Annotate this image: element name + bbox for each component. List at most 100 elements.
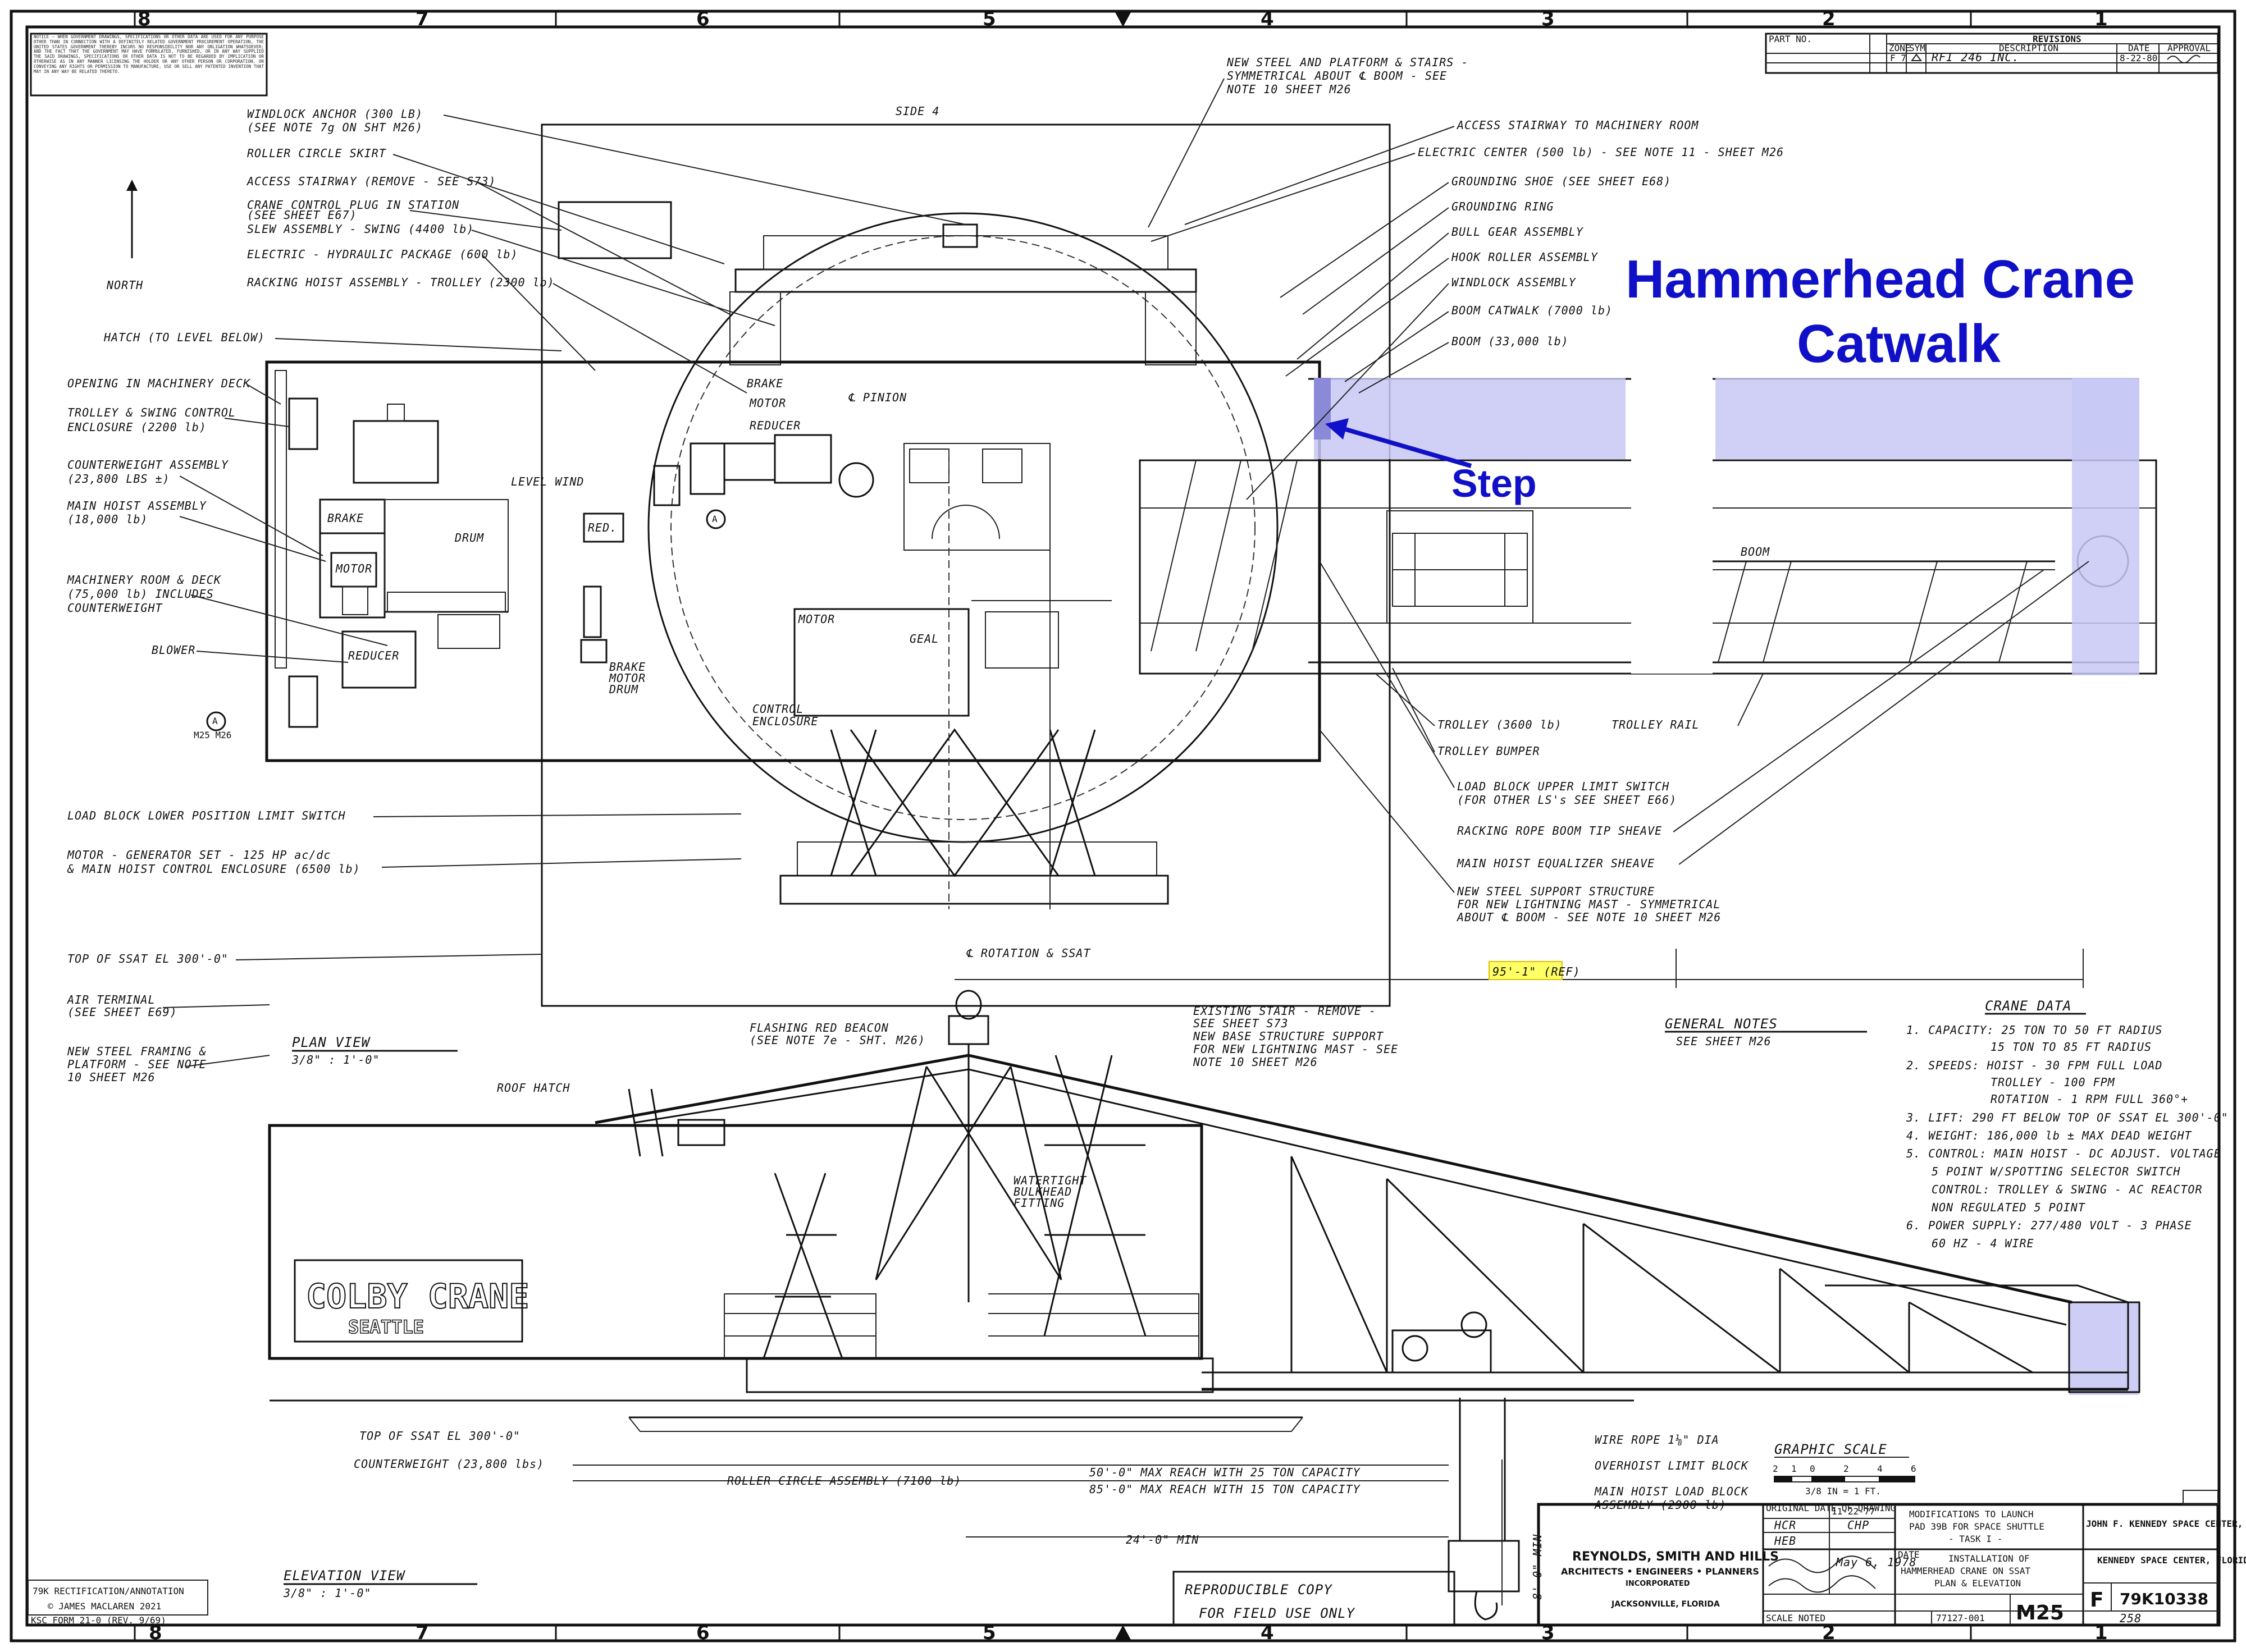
plan-view: BRAKE MOTOR REDUCER DRUM RED. LEVEL WIND… bbox=[194, 123, 2157, 1007]
view-titles: PLAN VIEW 3/8" : 1'-0" ELEVATION VIEW 3/… bbox=[283, 1035, 477, 1600]
general-notes-sub: SEE SHEET M26 bbox=[1676, 1035, 1772, 1048]
callout-racking-rope: RACKING ROPE BOOM TIP SHEAVE bbox=[1457, 824, 1662, 838]
crane-data-line: 60 HZ - 4 WIRE bbox=[1932, 1237, 2034, 1250]
callout-main-hoist-load-block: MAIN HOIST LOAD BLOCK bbox=[1594, 1485, 1749, 1498]
zone-number: 8 bbox=[138, 8, 151, 30]
scale-tick: 2 bbox=[1773, 1463, 1778, 1474]
callout-roller-circle-skirt: ROLLER CIRCLE SKIRT bbox=[247, 147, 387, 160]
zone-numbers-bottom: 8 7 6 5 4 3 2 1 bbox=[149, 1622, 2108, 1644]
date-label: DATE bbox=[1898, 1549, 1920, 1560]
revisions-header: REVISIONS bbox=[2033, 34, 2081, 44]
rectification-line2: © JAMES MACLAREN 2021 bbox=[48, 1601, 161, 1612]
red-label: RED. bbox=[588, 521, 617, 534]
dim-highlight bbox=[1489, 961, 1563, 980]
approved-date: May 6, 1978 bbox=[1836, 1555, 1916, 1569]
graphic-scale-sub: 3/8 IN = 1 FT. bbox=[1805, 1486, 1881, 1497]
dim-50ft-reach: 50'-0" MAX REACH WITH 25 TON CAPACITY bbox=[1089, 1466, 1361, 1479]
section-a-marker: A bbox=[712, 514, 718, 524]
callout-new-base-line2: FOR NEW LIGHTNING MAST - SEE bbox=[1193, 1042, 1398, 1056]
callout-main-hoist-control: & MAIN HOIST CONTROL ENCLOSURE (6500 lb) bbox=[67, 862, 360, 876]
zone-number: 3 bbox=[1541, 1622, 1555, 1644]
installation-line2: HAMMERHEAD CRANE ON SSAT bbox=[1901, 1566, 2031, 1576]
rotation-label: ℄ ROTATION & SSAT bbox=[966, 946, 1091, 960]
callout-trolley: TROLLEY (3600 lb) bbox=[1437, 718, 1562, 731]
callout-load-block-upper: LOAD BLOCK UPPER LIMIT SWITCH bbox=[1457, 780, 1669, 793]
callout-flashing-beacon-note: (SEE NOTE 7e - SHT. M26) bbox=[750, 1033, 925, 1047]
callout-main-hoist: MAIN HOIST ASSEMBLY bbox=[67, 499, 207, 512]
callout-counterweight-weight: (23,800 LBS ±) bbox=[67, 472, 170, 486]
elevation-view bbox=[268, 990, 2140, 1621]
callout-flashing-beacon: FLASHING RED BEACON bbox=[750, 1021, 889, 1035]
callout-machinery-room-weight: (75,000 lb) INCLUDES bbox=[67, 587, 214, 601]
zone-number: 7 bbox=[416, 1622, 429, 1644]
title-block: ORIGINAL DATE OF DRAWING 11-22-77 HCR CH… bbox=[1537, 1490, 2246, 1627]
crane-data: CRANE DATA 1. CAPACITY: 25 TON TO 50 FT … bbox=[1906, 998, 2228, 1250]
callout-slew-assembly: SLEW ASSEMBLY - SWING (4400 lb) bbox=[247, 222, 474, 236]
roller-circle-skirt bbox=[670, 235, 1256, 820]
drum-3-label: DRUM bbox=[609, 683, 638, 696]
callout-electric-hydraulic: ELECTRIC - HYDRAULIC PACKAGE (600 lb) bbox=[247, 248, 518, 261]
hook-icon bbox=[1474, 1591, 1498, 1621]
crane-data-line: 15 TON TO 85 FT RADIUS bbox=[1991, 1040, 2152, 1054]
zone-number: 2 bbox=[1822, 8, 1836, 30]
roller-circle bbox=[647, 212, 1279, 843]
approval-signature-icon bbox=[2167, 54, 2201, 63]
plan-labels-bottom: TROLLEY (3600 lb) TROLLEY RAIL TROLLEY B… bbox=[1437, 718, 1720, 924]
revision-zone: F 7 bbox=[1890, 53, 1906, 63]
section-a-marker-2: A bbox=[212, 716, 218, 726]
scale-tick: 4 bbox=[1877, 1463, 1883, 1474]
notice-text: NOTICE — WHEN GOVERNMENT DRAWINGS, SPECI… bbox=[34, 35, 264, 74]
revision-date: 8-22-80 bbox=[2120, 53, 2157, 63]
modifications-line1: MODIFICATIONS TO LAUNCH bbox=[1909, 1509, 2034, 1520]
machinery-house bbox=[268, 1124, 1203, 1360]
drawing-border bbox=[10, 10, 2236, 1642]
callout-motor-generator: MOTOR - GENERATOR SET - 125 HP ac/dc bbox=[67, 848, 331, 862]
section-ref-label: M25 M26 bbox=[194, 730, 231, 740]
callout-hook-roller: HOOK ROLLER ASSEMBLY bbox=[1451, 250, 1599, 264]
leader-lines-right bbox=[1151, 126, 1455, 500]
callout-crane-control-plug: CRANE CONTROL PLUG IN STATION bbox=[247, 198, 459, 212]
date-col-header: DATE bbox=[2128, 43, 2150, 53]
crane-data-line: TROLLEY - 100 FPM bbox=[1991, 1076, 2115, 1089]
installation-line3: PLAN & ELEVATION bbox=[1934, 1578, 2021, 1589]
callout-hatch: HATCH (TO LEVEL BELOW) bbox=[103, 331, 265, 344]
callout-top-ssat: TOP OF SSAT EL 300'-0" bbox=[67, 952, 229, 965]
callout-new-steel-line1: NEW STEEL AND PLATFORM & STAIRS - bbox=[1226, 56, 1468, 69]
callout-machinery-room-cw: COUNTERWEIGHT bbox=[67, 601, 163, 615]
callout-trolley-swing-control: TROLLEY & SWING CONTROL bbox=[67, 406, 236, 419]
plan-view-scale: 3/8" : 1'-0" bbox=[291, 1053, 380, 1067]
zone-number: 6 bbox=[696, 1622, 710, 1644]
callout-new-support-line2: FOR NEW LIGHTNING MAST - SYMMETRICAL bbox=[1457, 898, 1720, 911]
step-arrow-icon bbox=[1325, 418, 1349, 440]
leader-lines-left bbox=[162, 115, 966, 1067]
plan-view-title: PLAN VIEW bbox=[292, 1035, 371, 1050]
callout-new-base-line3: NOTE 10 SHEET M26 bbox=[1193, 1055, 1318, 1069]
callout-air-terminal-note: (SEE SHEET E69) bbox=[67, 1005, 177, 1019]
elevation-view-title: ELEVATION VIEW bbox=[284, 1568, 406, 1584]
sheet-number: 258 bbox=[2120, 1612, 2142, 1625]
callout-machinery-room: MACHINERY ROOM & DECK bbox=[67, 573, 222, 587]
zone-numbers-top: 8 7 6 5 4 3 2 1 bbox=[138, 8, 2108, 30]
callout-roller-circle-assembly: ROLLER CIRCLE ASSEMBLY (7100 lb) bbox=[727, 1474, 961, 1488]
brake-3-label: BRAKE bbox=[609, 660, 646, 674]
callout-crane-control-note: (SEE SHEET E67) bbox=[247, 208, 357, 222]
signature-icon bbox=[1768, 1555, 1876, 1573]
reducer-label: REDUCER bbox=[348, 649, 399, 662]
callout-existing-stair-note: SEE SHEET S73 bbox=[1193, 1017, 1289, 1030]
scale-tick: 1 bbox=[1791, 1463, 1797, 1474]
graphic-scale-title: GRAPHIC SCALE bbox=[1774, 1442, 1887, 1457]
callout-trolley-rail: TROLLEY RAIL bbox=[1612, 718, 1700, 731]
north-arrow-icon bbox=[126, 180, 138, 191]
crane-data-line: 1. CAPACITY: 25 TON TO 50 FT RADIUS bbox=[1906, 1023, 2162, 1037]
zone-number: 1 bbox=[2094, 8, 2108, 30]
callout-new-base: NEW BASE STRUCTURE SUPPORT bbox=[1193, 1029, 1384, 1043]
callout-bulkhead: BULKHEAD bbox=[1014, 1185, 1072, 1198]
colby-crane-sign: COLBY CRANE SEATTLE bbox=[294, 1259, 529, 1343]
callout-windlock-assembly: WINDLOCK ASSEMBLY bbox=[1451, 276, 1577, 289]
engineer: HEB bbox=[1774, 1534, 1796, 1548]
dwg-number: 79K10338 bbox=[2120, 1590, 2208, 1608]
firm-line2: ARCHITECTS • ENGINEERS • PLANNERS bbox=[1561, 1566, 1759, 1577]
zone-number: 5 bbox=[983, 1622, 996, 1644]
rectification-line1: 79K RECTIFICATION/ANNOTATION bbox=[33, 1586, 184, 1596]
